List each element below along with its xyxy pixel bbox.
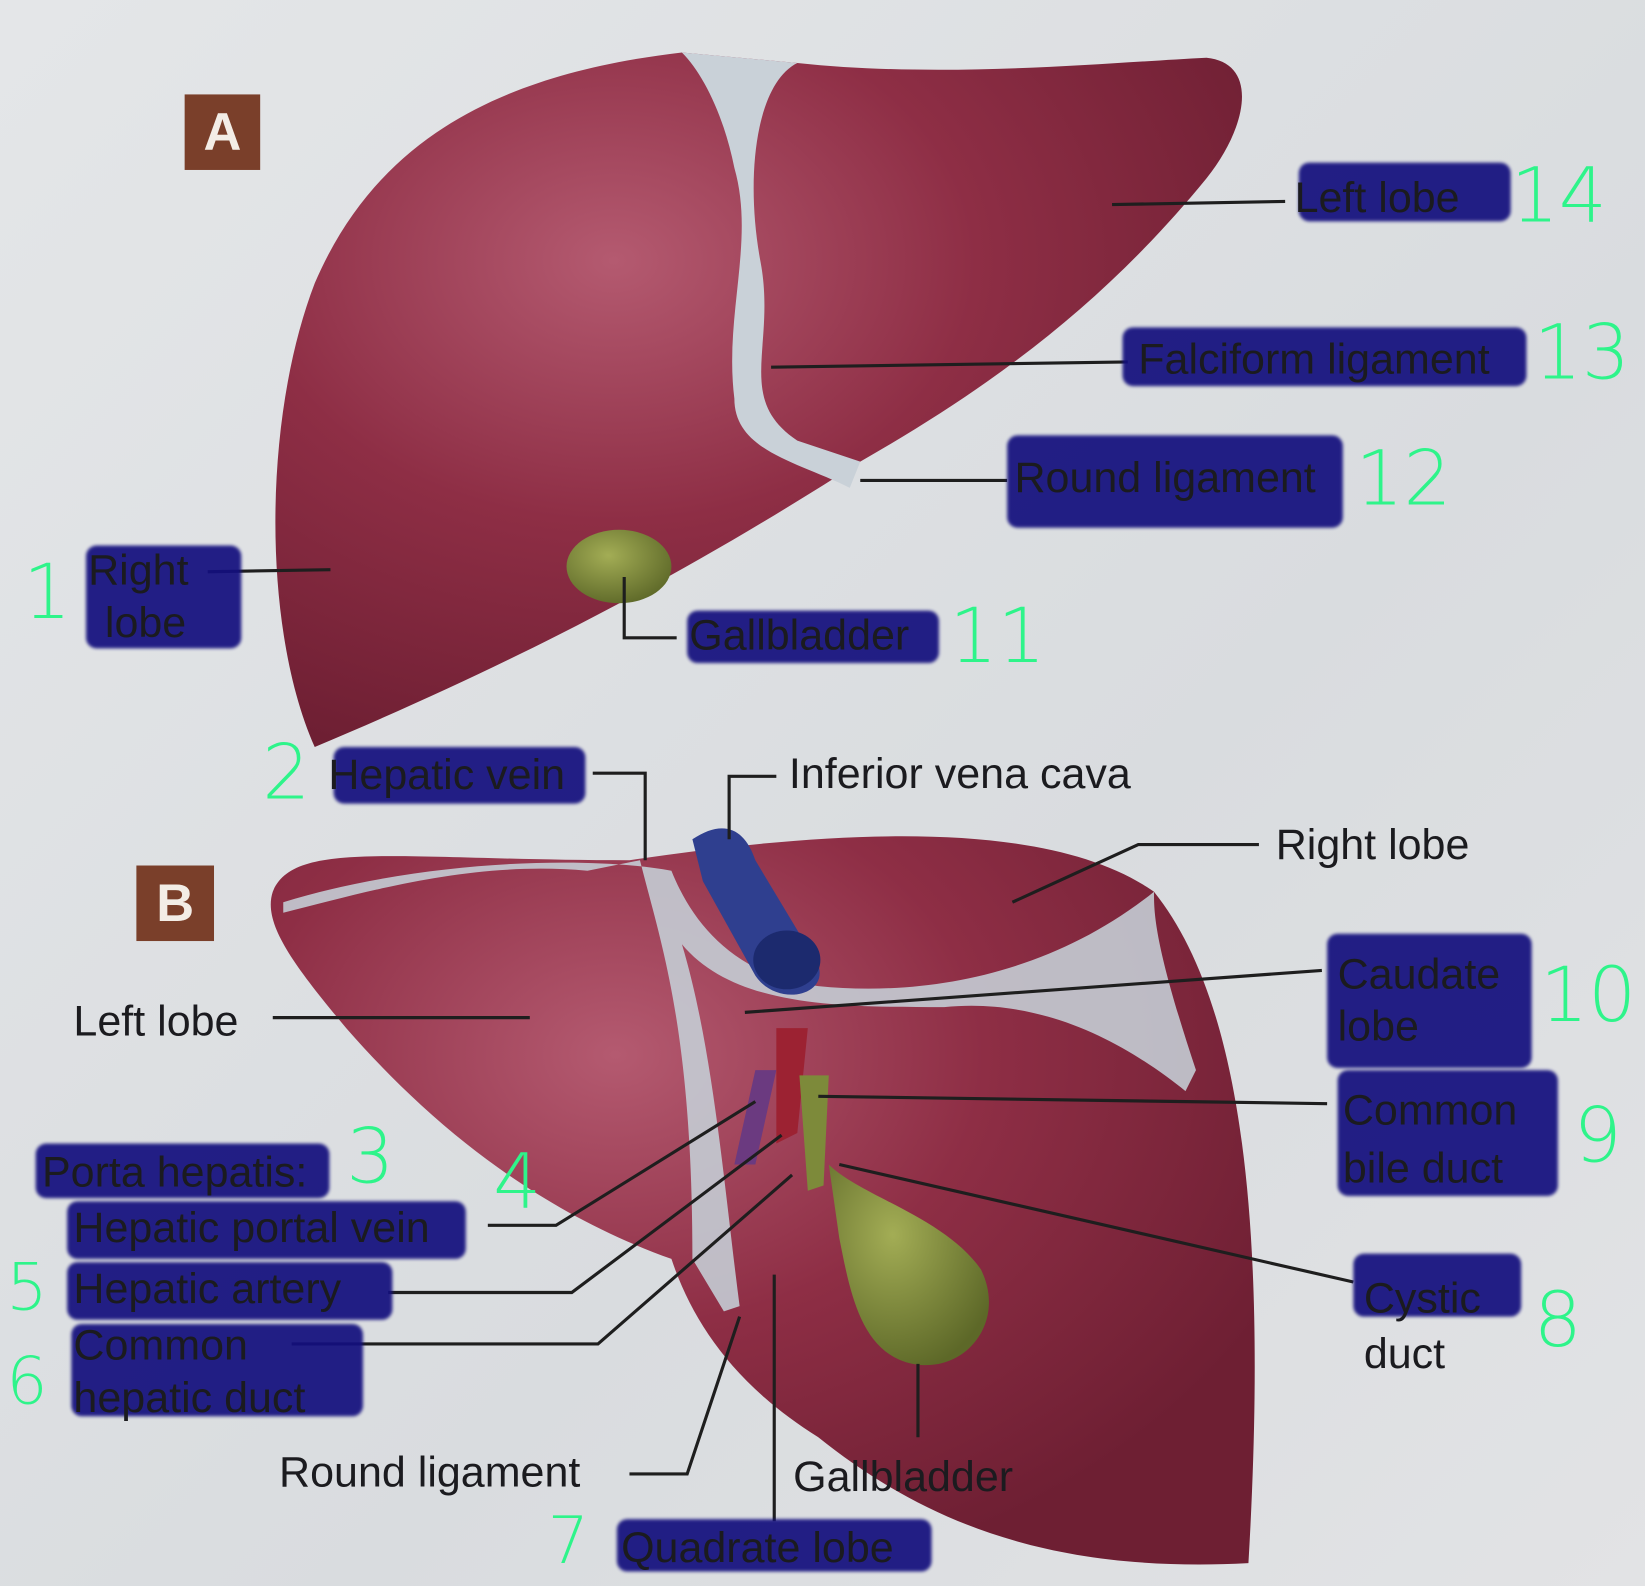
- label-inferior-vena-cava: Inferior vena cava: [788, 749, 1131, 798]
- gallbladder-a: [566, 529, 672, 604]
- highlight: [1122, 327, 1527, 387]
- handwritten-number: 13: [1533, 308, 1630, 397]
- label-right-lobe-a-line1: Right: [88, 545, 189, 594]
- highlight: [687, 610, 939, 664]
- label-porta-hepatis: Porta hepatis:: [41, 1147, 308, 1196]
- handwritten-number: 2: [262, 728, 311, 817]
- panel-b-badge: B: [136, 865, 215, 942]
- inferior-vena-cava-opening: [753, 930, 821, 990]
- handwritten-number: 14: [1510, 151, 1607, 240]
- label-right-lobe-b: Right lobe: [1275, 820, 1470, 869]
- label-hepatic-artery: Hepatic artery: [73, 1264, 342, 1313]
- hepatic-artery-shape: [776, 1028, 808, 1144]
- handwritten-number: 9: [1573, 1091, 1622, 1180]
- gallbladder-b: [828, 1164, 989, 1366]
- label-cystic-duct-line1: Cystic: [1363, 1273, 1481, 1322]
- label-quadrate-lobe: Quadrate lobe: [621, 1523, 894, 1572]
- handwritten-number: 4: [493, 1137, 542, 1226]
- handwritten-number: 3: [346, 1112, 395, 1201]
- handwritten-number: 8: [1533, 1275, 1582, 1364]
- label-common-hepatic-duct-line1: Common: [73, 1320, 248, 1370]
- handwritten-number: 1: [23, 547, 72, 636]
- label-cystic-duct-line2: duct: [1363, 1329, 1446, 1378]
- handwritten-number: 6: [6, 1342, 48, 1420]
- highlight: [1327, 933, 1532, 1068]
- label-common-bile-duct-line2: bile duct: [1342, 1143, 1504, 1192]
- highlight: [1298, 162, 1511, 222]
- handwritten-number: 11: [949, 591, 1046, 680]
- label-falciform-ligament: Falciform ligament: [1138, 334, 1490, 383]
- label-round-ligament-b: Round ligament: [279, 1447, 581, 1497]
- panel-a-badge: A: [184, 94, 261, 170]
- label-caudate-lobe-line1: Caudate: [1337, 949, 1501, 998]
- highlight: [67, 1262, 393, 1320]
- label-left-lobe-a: Left lobe: [1294, 173, 1460, 222]
- highlight: [1353, 1253, 1522, 1317]
- bile-duct-shape: [799, 1075, 829, 1191]
- highlight: [35, 1143, 330, 1199]
- hepatic-portal-vein-shape: [734, 1070, 777, 1165]
- label-hepatic-vein: Hepatic vein: [328, 750, 566, 799]
- label-round-ligament-a: Round ligament: [1014, 453, 1316, 502]
- label-common-bile-duct-line1: Common: [1342, 1085, 1518, 1135]
- label-left-lobe-b: Left lobe: [73, 996, 239, 1045]
- highlight: [86, 545, 242, 649]
- label-right-lobe-a-line2: lobe: [104, 597, 187, 647]
- highlight: [1007, 435, 1343, 528]
- highlight: [1337, 1070, 1558, 1196]
- highlight: [616, 1519, 932, 1572]
- label-gallbladder-b: Gallbladder: [793, 1451, 1014, 1501]
- label-gallbladder-a: Gallbladder: [689, 610, 910, 659]
- handwritten-number: 12: [1355, 434, 1452, 523]
- leader-lines: [207, 199, 1354, 1522]
- handwritten-number: 7: [547, 1502, 590, 1579]
- label-common-hepatic-duct-line2: hepatic duct: [73, 1373, 306, 1422]
- highlight: [71, 1323, 363, 1417]
- handwritten-number: 5: [6, 1248, 48, 1326]
- highlight: [67, 1201, 466, 1259]
- label-caudate-lobe-line2: lobe: [1337, 1001, 1419, 1051]
- highlight: [333, 746, 586, 804]
- label-hepatic-portal-vein: Hepatic portal vein: [73, 1203, 430, 1252]
- handwritten-number: 10: [1540, 950, 1637, 1039]
